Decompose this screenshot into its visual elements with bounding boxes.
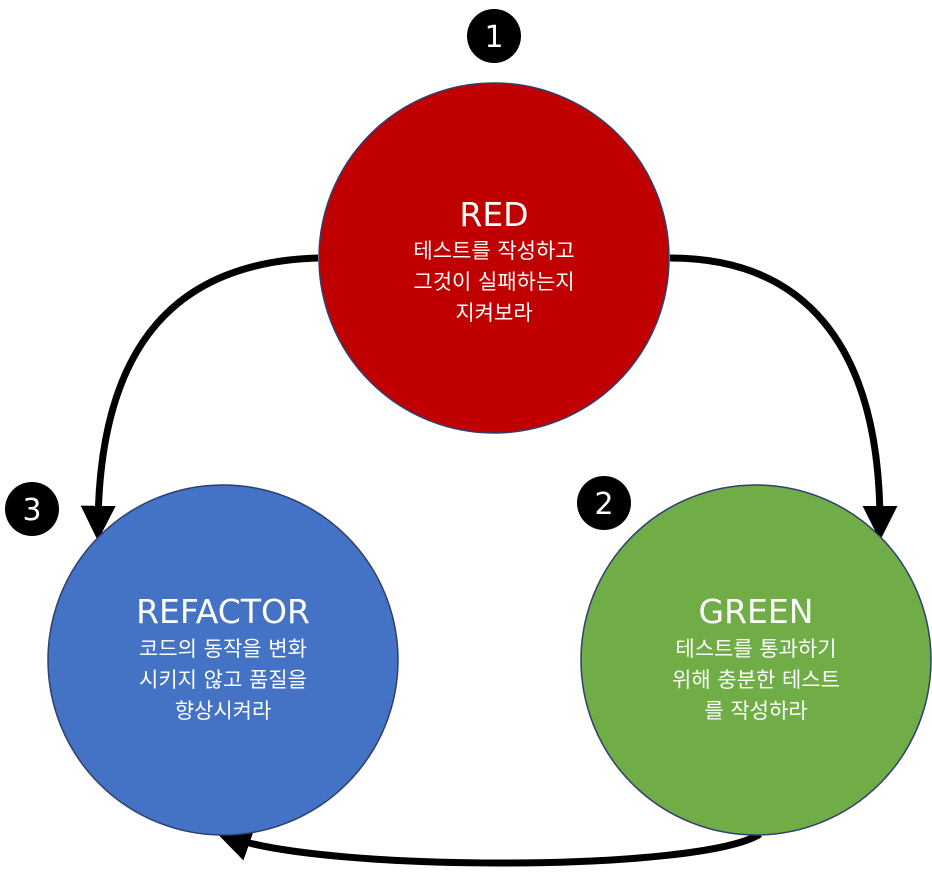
badge-2-circle <box>577 476 631 530</box>
badge-3-circle <box>5 482 59 536</box>
green-desc-line-1: 테스트를 통과하기 <box>675 637 836 661</box>
red-desc-line-2: 그것이 실패하는지 <box>413 270 574 294</box>
badge-1-number: 1 <box>484 20 503 55</box>
refactor-desc-line-2: 시키지 않고 품질을 <box>139 668 307 692</box>
green-desc-line-2: 위해 충분한 테스트 <box>672 668 840 692</box>
refactor-stage: REFACTOR 코드의 동작을 변화 시키지 않고 품질을 향상시켜라 <box>47 484 399 836</box>
green-title: GREEN <box>699 592 814 631</box>
green-desc-line-3: 를 작성하라 <box>704 699 807 723</box>
badge-2-number: 2 <box>594 487 613 522</box>
badge-3-number: 3 <box>22 493 41 528</box>
badge-1-circle <box>467 9 521 63</box>
arrow-green-to-refactor <box>216 827 762 867</box>
arrow-refactor-to-red <box>80 254 319 541</box>
badge-2: 2 <box>577 476 631 530</box>
badge-1: 1 <box>467 9 521 63</box>
red-desc-line-3: 지켜보라 <box>455 301 532 325</box>
red-title: RED <box>459 195 528 234</box>
refactor-desc-line-3: 향상시켜라 <box>175 699 272 723</box>
refactor-desc-line-1: 코드의 동작을 변화 <box>139 637 307 661</box>
arrow-red-to-green <box>669 254 898 541</box>
green-circle <box>580 484 932 836</box>
green-stage: GREEN 테스트를 통과하기 위해 충분한 테스트 를 작성하라 <box>580 484 932 836</box>
badge-3: 3 <box>5 482 59 536</box>
refactor-circle <box>47 484 399 836</box>
refactor-title: REFACTOR <box>136 592 310 631</box>
red-circle <box>318 82 670 434</box>
red-stage: RED 테스트를 작성하고 그것이 실패하는지 지켜보라 <box>318 82 670 434</box>
red-desc-line-1: 테스트를 작성하고 <box>413 239 574 263</box>
